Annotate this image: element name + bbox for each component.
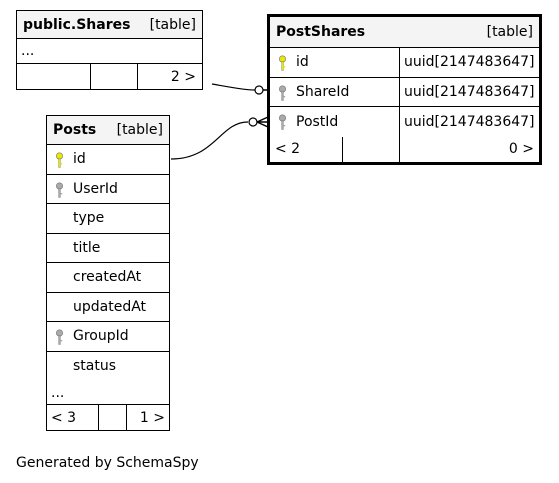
edge-posts-zero-marker [248,117,258,127]
table-header: Posts [table] [47,116,169,145]
nav-row: < 3 1 > [47,405,169,430]
foreign-key-icon [278,114,287,130]
nav-left-link[interactable]: < 3 [47,405,99,430]
column-name: UserId [73,180,118,197]
nav-left-cell [17,64,91,89]
column-name-cell: ShareId [270,77,400,106]
ellipsis-row: ... [17,39,202,64]
primary-key-icon [278,55,287,71]
edge-posts-crowfoot [256,116,269,128]
column-row[interactable]: id [47,145,169,175]
column-row[interactable]: PostId uuid[2147483647] [270,107,539,137]
nav-right-link[interactable]: 1 > [139,409,165,426]
column-row[interactable]: createdAt [47,263,169,293]
column-name-cell: PostId [270,107,400,137]
foreign-key-icon [278,84,287,101]
table-name[interactable]: PostShares [276,24,366,40]
column-name-cell: id [270,48,400,77]
table-header: PostShares [table] [270,17,539,48]
nav-row: 2 > [17,64,202,89]
generated-by-footer: Generated by SchemaSpy [16,455,199,471]
column-name: title [73,239,101,256]
nav-right-link[interactable]: 2 > [170,68,196,85]
ellipsis-row: ... [47,381,169,405]
column-row[interactable]: updatedAt [47,293,169,322]
table-name[interactable]: Posts [53,122,97,138]
column-type: uuid[2147483647] [404,54,535,71]
column-type: uuid[2147483647] [404,113,535,130]
nav-left-link[interactable]: < 2 [270,136,343,162]
column-row[interactable]: type [47,204,169,234]
nav-mid-cell [91,64,138,89]
column-row[interactable]: ShareId uuid[2147483647] [270,77,539,107]
table-kind: [table] [149,16,196,33]
table-name[interactable]: public.Shares [23,16,131,33]
column-row[interactable]: GroupId [47,322,169,352]
edge-shares-postshares [211,83,257,91]
column-name: id [73,151,86,168]
column-name: updatedAt [73,298,147,315]
table-header: public.Shares [table] [17,11,202,39]
nav-row: < 2 0 > [270,136,539,162]
column-name: type [73,210,105,227]
column-row[interactable]: id uuid[2147483647] [270,48,539,78]
table-kind: [table] [486,24,533,40]
column-name: ShareId [296,83,350,100]
column-row[interactable]: status [47,352,169,382]
nav-mid-cell [99,405,127,430]
column-name: GroupId [73,328,129,345]
column-name: createdAt [73,269,142,286]
table-kind: [table] [116,122,163,138]
foreign-key-icon [55,329,64,345]
column-name: PostId [296,113,339,130]
column-name: status [73,358,117,375]
primary-key-icon [55,152,64,168]
nav-right-link[interactable]: 0 > [508,141,534,157]
edge-shares-zero-marker [254,85,264,95]
edge-posts-postshares [170,121,249,160]
column-name: id [296,54,309,71]
ellipsis-text: ... [51,384,65,401]
table-public-shares[interactable]: public.Shares [table] ... 2 > [16,10,203,90]
column-type: uuid[2147483647] [404,83,535,100]
nav-mid-cell [343,136,400,162]
column-row[interactable]: title [47,234,169,263]
foreign-key-icon [55,181,64,198]
ellipsis-text: ... [21,43,35,59]
column-row[interactable]: UserId [47,175,169,204]
